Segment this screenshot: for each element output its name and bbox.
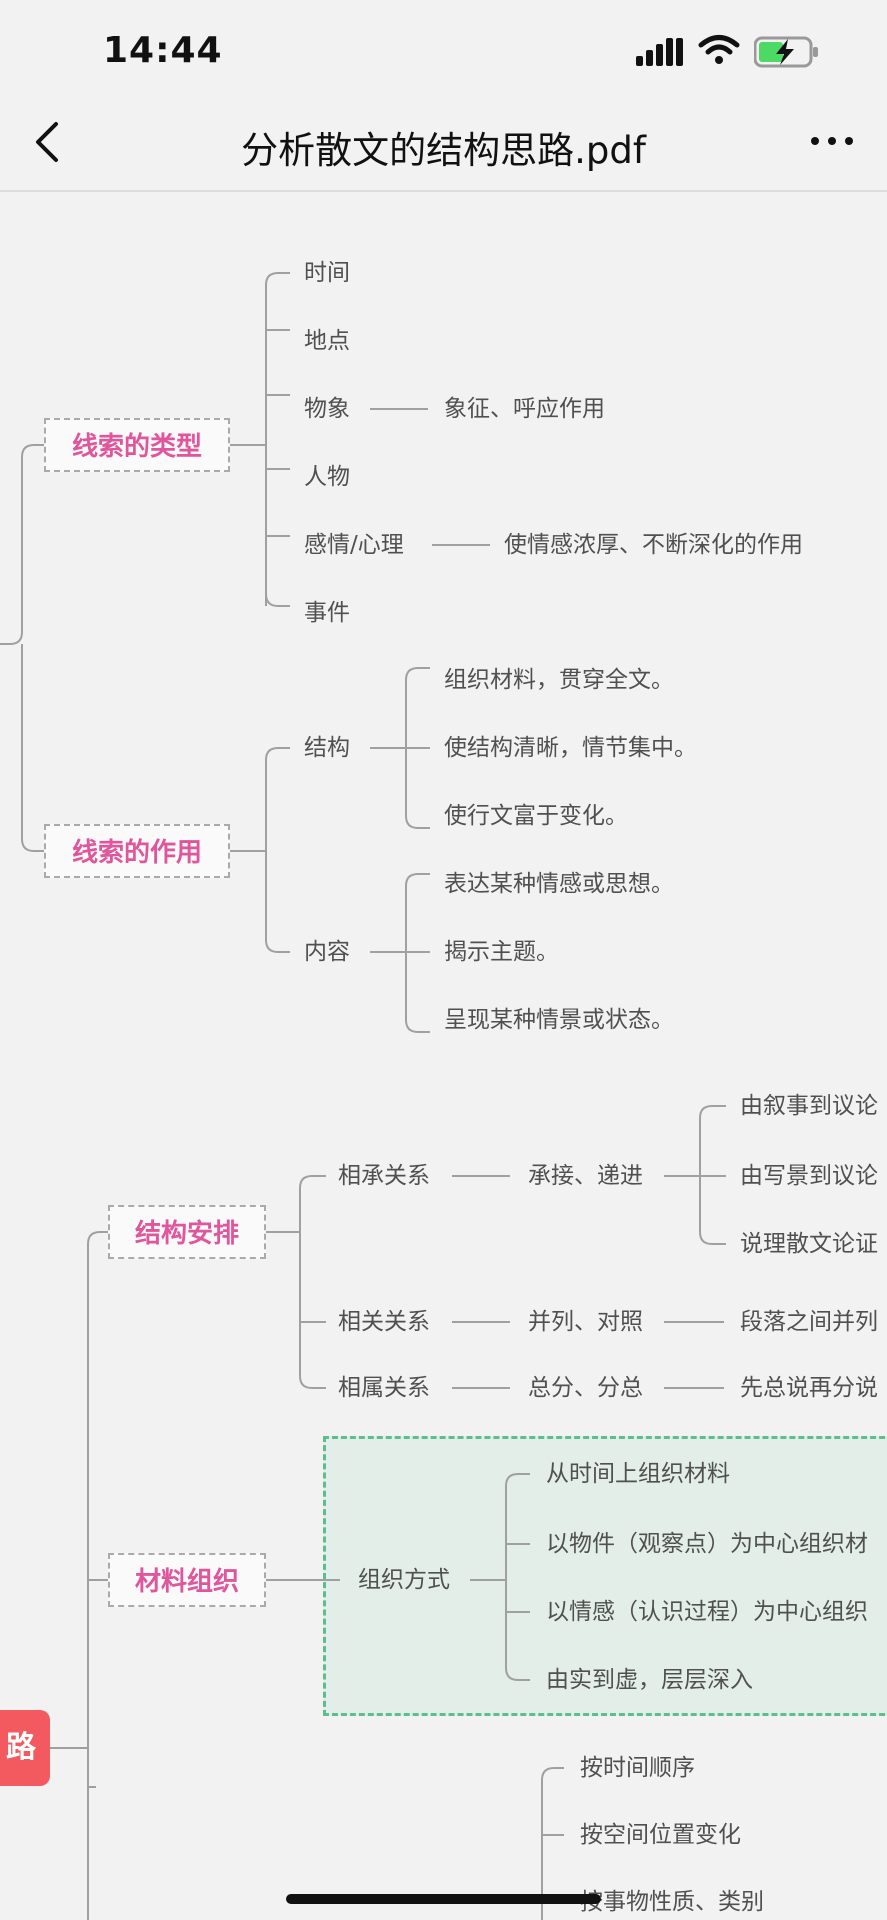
clue-func-content-item[interactable]: 表达某种情感或思想。	[444, 871, 674, 897]
clue-type-place[interactable]: 地点	[304, 328, 350, 354]
topic-structure[interactable]: 结构安排	[108, 1205, 266, 1259]
signal-icon	[636, 38, 683, 66]
clue-type-event[interactable]: 事件	[304, 600, 350, 626]
structure-sequential[interactable]: 相承关系	[338, 1163, 430, 1189]
nav-bar: 分析散文的结构思路.pdf	[0, 100, 887, 192]
clue-func-content-item[interactable]: 呈现某种情景或状态。	[444, 1007, 674, 1033]
material-item[interactable]: 由实到虚，层层深入	[546, 1667, 753, 1693]
home-indicator[interactable]	[286, 1894, 601, 1904]
structure-sequential-mid[interactable]: 承接、递进	[528, 1163, 643, 1189]
page-title: 分析散文的结构思路.pdf	[241, 129, 646, 172]
structure-sequential-item[interactable]: 由写景到议论	[740, 1163, 878, 1189]
clue-type-emotion-note[interactable]: 使情感浓厚、不断深化的作用	[504, 532, 803, 558]
structure-related-mid[interactable]: 并列、对照	[528, 1309, 643, 1335]
structure-subordinate-mid[interactable]: 总分、分总	[528, 1375, 643, 1401]
clue-type-time[interactable]: 时间	[304, 260, 350, 286]
clue-func-structure-item[interactable]: 使结构清晰，情节集中。	[444, 735, 697, 761]
root-node[interactable]: 路	[0, 1710, 50, 1786]
order-item[interactable]: 按时间顺序	[580, 1755, 695, 1781]
material-item[interactable]: 从时间上组织材料	[546, 1461, 730, 1487]
back-icon[interactable]	[30, 118, 80, 168]
clue-type-emotion[interactable]: 感情/心理	[304, 532, 404, 558]
clue-func-structure-item[interactable]: 组织材料，贯穿全文。	[444, 667, 674, 693]
material-method[interactable]: 组织方式	[358, 1567, 450, 1593]
material-item[interactable]: 以情感（认识过程）为中心组织	[546, 1599, 868, 1625]
clue-type-object[interactable]: 物象	[304, 396, 350, 422]
material-item[interactable]: 以物件（观察点）为中心组织材	[546, 1531, 868, 1557]
battery-charging-icon	[754, 36, 818, 68]
wifi-icon	[698, 35, 740, 64]
mindmap-connectors	[0, 272, 726, 1920]
structure-subordinate[interactable]: 相属关系	[338, 1375, 430, 1401]
structure-sequential-item[interactable]: 说理散文论证	[740, 1231, 878, 1257]
clue-func-content[interactable]: 内容	[304, 939, 350, 965]
topic-clue-functions[interactable]: 线索的作用	[44, 824, 230, 878]
order-item[interactable]: 按空间位置变化	[580, 1822, 741, 1848]
clue-func-structure[interactable]: 结构	[304, 735, 350, 761]
status-bar: 14:44	[0, 0, 887, 100]
clue-type-object-note[interactable]: 象征、呼应作用	[444, 396, 605, 422]
structure-subordinate-right[interactable]: 先总说再分说	[740, 1375, 878, 1401]
clue-func-structure-item[interactable]: 使行文富于变化。	[444, 803, 628, 829]
structure-related-right[interactable]: 段落之间并列	[740, 1309, 878, 1335]
status-time: 14:44	[103, 30, 223, 71]
structure-related[interactable]: 相关关系	[338, 1309, 430, 1335]
topic-clue-types[interactable]: 线索的类型	[44, 418, 230, 472]
more-icon[interactable]	[807, 126, 857, 156]
clue-type-person[interactable]: 人物	[304, 464, 350, 490]
material-group-box	[323, 1436, 887, 1716]
structure-sequential-item[interactable]: 由叙事到议论	[740, 1093, 878, 1119]
clue-func-content-item[interactable]: 揭示主题。	[444, 939, 559, 965]
order-item[interactable]: 按事物性质、类别	[580, 1889, 764, 1915]
topic-material[interactable]: 材料组织	[108, 1553, 266, 1607]
mindmap-canvas[interactable]: 线索的类型 时间 地点 物象 象征、呼应作用 人物 感情/心理 使情感浓厚、不断…	[0, 192, 887, 1920]
